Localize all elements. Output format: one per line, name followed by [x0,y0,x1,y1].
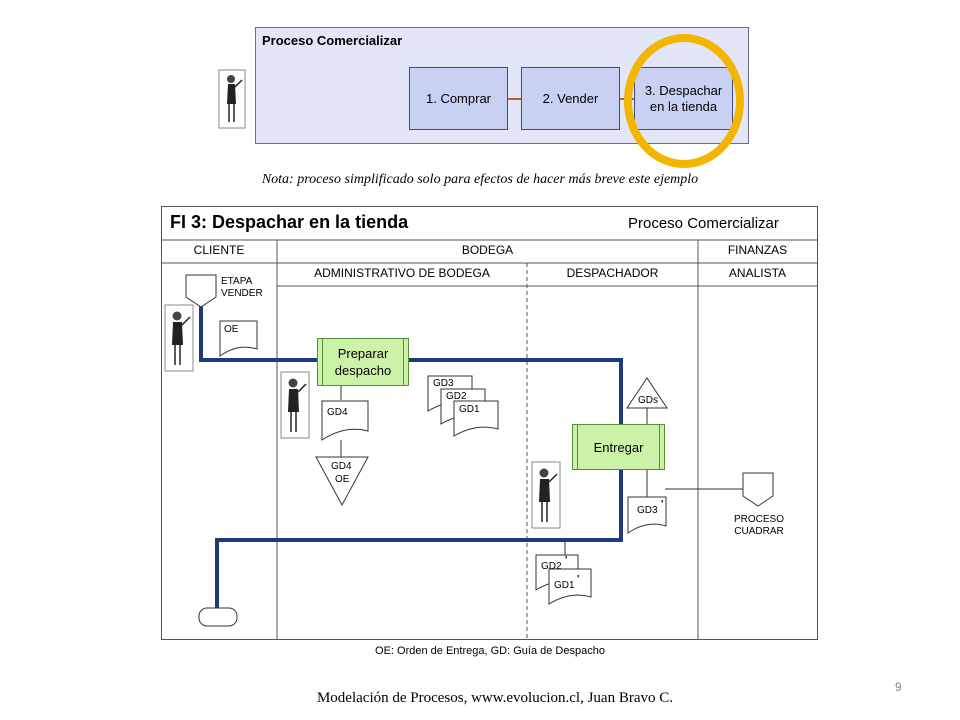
doc-gd1-copy: GD1 [554,580,575,591]
task-preparar-despacho: Preparar despacho [317,338,409,386]
archive-gd4: GD4 [331,461,352,472]
footer-text: Modelación de Procesos, www.evolucion.cl… [316,690,674,706]
doc-gd2: GD2 [446,391,467,402]
doc-oe: OE [224,324,239,335]
highlight-circle [624,34,744,168]
role-analista: ANALISTA [728,266,787,280]
flow-diagram-frame [161,206,818,640]
person-icon [218,69,246,129]
lane-finanzas: FINANZAS [727,243,788,257]
doc-gd1: GD1 [459,404,480,415]
lane-cliente: CLIENTE [193,243,245,257]
prime-mark: ' [577,574,580,585]
doc-gd3-copy: GD3 [637,505,658,516]
process-overview-title: Proceso Comercializar [262,33,403,48]
task-entregar: Entregar [572,424,665,470]
lane-bodega: BODEGA [461,243,514,257]
diagram-process-name: Proceso Comercializar [628,215,779,232]
prime-mark: ' [661,499,664,510]
step-vender: 2. Vender [521,67,620,130]
doc-gd4: GD4 [327,407,348,418]
offpage-connector-etapa [185,274,217,308]
legend-text: OE: Orden de Entrega, GD: Guía de Despac… [375,645,605,657]
step-despachar: 3. Despachar en la tienda [634,67,733,130]
note-text: Nota: proceso simplificado solo para efe… [261,172,699,187]
diagram-title: FI 3: Despachar en la tienda [170,212,409,232]
role-despachador: DESPACHADOR [566,266,659,280]
doc-gd3: GD3 [433,378,454,389]
role-administrativo: ADMINISTRATIVO DE BODEGA [314,266,490,280]
archive-oe: OE [335,474,350,485]
doc-gd2-copy: GD2 [541,561,562,572]
step-comprar: 1. Comprar [409,67,508,130]
prime-mark: ' [565,555,568,566]
offpage-connector-cuadrar [742,472,774,507]
archive-gds: GDs [638,395,658,406]
etapa-vender-label: ETAPA VENDER [221,276,263,299]
proceso-cuadrar-label: PROCESO CUADRAR [733,514,784,537]
page-number: 9 [895,680,902,694]
